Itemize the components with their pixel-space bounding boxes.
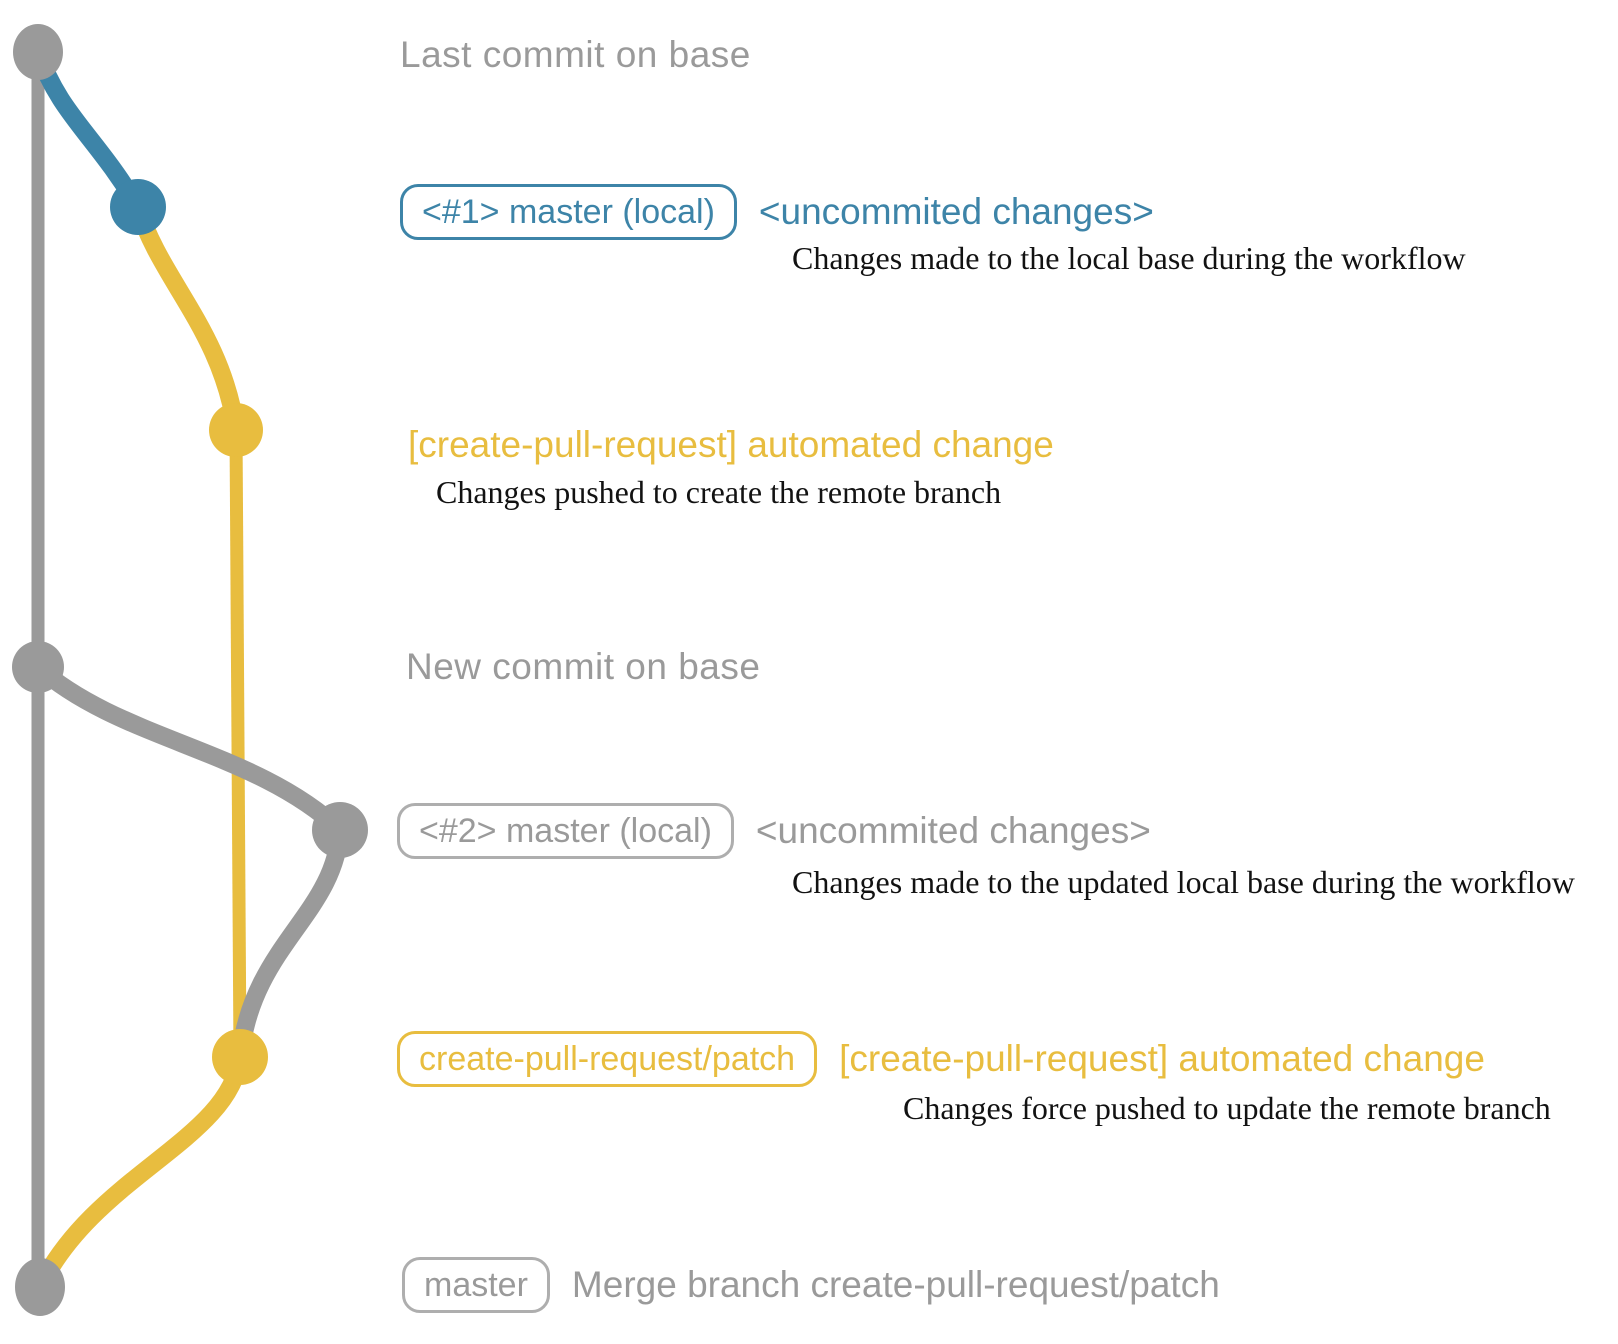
commit-dot-master-local-1 xyxy=(110,179,166,235)
workflow2-description: Changes made to the updated local base d… xyxy=(792,864,1575,900)
commit-dot-patch-2 xyxy=(212,1029,268,1085)
master-local-2-badge: <#2> master (local) xyxy=(397,803,734,859)
patch-branch-badge: create-pull-request/patch xyxy=(397,1031,818,1087)
push2-description: Changes force pushed to update the remot… xyxy=(903,1090,1551,1126)
patch-branch-line xyxy=(229,429,247,1058)
merge-curve xyxy=(31,1048,249,1296)
push2-row: create-pull-request/patch [create-pull-r… xyxy=(397,1031,1485,1087)
commit-dot-new-base xyxy=(12,641,64,693)
workflow1-description: Changes made to the local base during th… xyxy=(792,240,1466,276)
master-local-1-badge: <#1> master (local) xyxy=(400,184,737,240)
push1-title: [create-pull-request] automated change xyxy=(408,424,1054,465)
new-commit-label: New commit on base xyxy=(406,646,761,687)
force-push-curve xyxy=(231,821,349,1066)
master-local-2-branch-curve xyxy=(29,658,349,839)
workflow1-title: <uncommited changes> xyxy=(758,191,1154,232)
push1-description: Changes pushed to create the remote bran… xyxy=(436,474,1002,510)
workflow2-title: <uncommited changes> xyxy=(755,810,1151,851)
push2-title: [create-pull-request] automated change xyxy=(839,1038,1485,1079)
commit-dot-last-base xyxy=(13,24,63,80)
master-badge: master xyxy=(402,1257,550,1313)
workflow2-row: <#2> master (local) <uncommited changes> xyxy=(397,803,1151,859)
patch-branch-create-curve xyxy=(129,198,245,439)
merge-title: Merge branch create-pull-request/patch xyxy=(571,1264,1220,1305)
workflow1-row: <#1> master (local) <uncommited changes> xyxy=(400,184,1154,240)
commit-dot-merge xyxy=(15,1258,65,1316)
merge-row: master Merge branch create-pull-request/… xyxy=(402,1257,1220,1313)
commit-dot-master-local-2 xyxy=(312,802,368,858)
last-commit-label: Last commit on base xyxy=(400,34,751,75)
commit-dot-patch-1 xyxy=(209,403,263,457)
